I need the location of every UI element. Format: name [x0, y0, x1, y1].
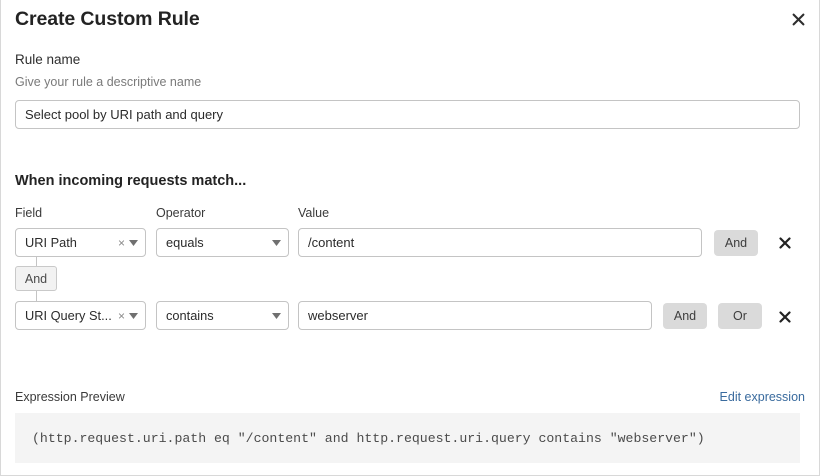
and-button-row-2[interactable]: And [663, 303, 707, 329]
group-connector-and[interactable]: And [15, 266, 57, 291]
operator-select-row-1[interactable]: equals [156, 228, 289, 257]
chevron-down-icon [270, 239, 288, 246]
edit-expression-link[interactable]: Edit expression [719, 390, 805, 404]
expression-preview-code: (http.request.uri.path eq "/content" and… [15, 413, 800, 463]
chevron-down-icon [127, 239, 145, 246]
connector-line-bottom [36, 291, 37, 301]
match-section-heading: When incoming requests match... [15, 173, 247, 189]
dialog-title: Create Custom Rule [15, 8, 200, 30]
chevron-down-icon [127, 312, 145, 319]
value-input-row-1[interactable] [298, 228, 702, 257]
clear-icon[interactable]: × [117, 235, 125, 250]
field-select-row-2-value: URI Query St... [25, 308, 112, 323]
rule-name-input[interactable] [15, 100, 800, 129]
and-button-row-1[interactable]: And [714, 230, 758, 256]
expression-preview-label: Expression Preview [15, 390, 125, 404]
clear-icon[interactable]: × [117, 308, 125, 323]
close-icon[interactable] [785, 6, 811, 32]
field-select-row-1-value: URI Path [25, 235, 77, 250]
field-select-row-2[interactable]: URI Query St... × [15, 301, 146, 330]
operator-select-row-2[interactable]: contains [156, 301, 289, 330]
rule-name-label: Rule name [15, 52, 81, 67]
column-header-value: Value [298, 206, 330, 220]
connector-line-top [36, 257, 37, 266]
column-header-field: Field [15, 206, 43, 220]
remove-condition-row-1[interactable] [776, 234, 794, 252]
operator-select-row-2-value: contains [166, 308, 214, 323]
chevron-down-icon [270, 312, 288, 319]
value-input-row-2[interactable] [298, 301, 652, 330]
column-header-operator: Operator [156, 206, 206, 220]
remove-condition-row-2[interactable] [776, 308, 794, 326]
or-button-row-2[interactable]: Or [718, 303, 762, 329]
operator-select-row-1-value: equals [166, 235, 204, 250]
rule-name-help-text: Give your rule a descriptive name [15, 75, 202, 89]
field-select-row-1[interactable]: URI Path × [15, 228, 146, 257]
